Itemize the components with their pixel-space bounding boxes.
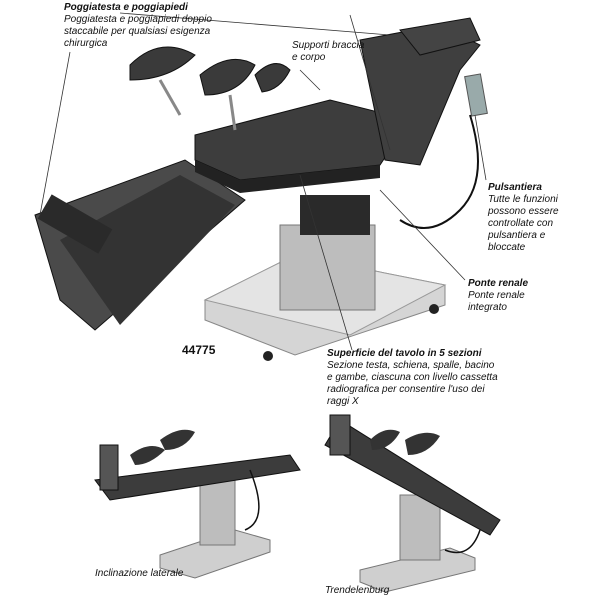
label-kidney-title: Ponte renale xyxy=(468,278,529,289)
label-pendant-line3: controllate con xyxy=(488,218,554,229)
label-pendant-line1: Tutte le funzioni xyxy=(488,194,558,205)
label-headfoot-line1: Poggiatesta e poggiapiedi doppio xyxy=(64,14,212,25)
label-pendant-line5: bloccate xyxy=(488,242,526,253)
label-headfoot-line3: chirurgica xyxy=(64,38,108,49)
label-arm: Supporti braccia e corpo xyxy=(292,40,382,64)
product-code: 44775 xyxy=(182,343,216,357)
label-headfoot-line2: staccabile per qualsiasi esigenza xyxy=(64,26,211,37)
label-trendelenburg: Trendelenburg xyxy=(325,585,390,596)
label-pendant: Pulsantiera Tutte le funzioni possono es… xyxy=(488,182,598,254)
label-headfoot: Poggiatesta e poggiapiedi Poggiatesta e … xyxy=(64,2,264,50)
label-kidney: Ponte renale Ponte renale integrato xyxy=(468,278,578,314)
label-pendant-line2: possono essere xyxy=(488,206,559,217)
label-surface-line1: Sezione testa, schiena, spalle, bacino xyxy=(327,360,495,371)
label-surface-line3: radiografica per consentire l'uso dei xyxy=(327,384,485,395)
label-kidney-line1: Ponte renale xyxy=(468,290,525,301)
label-pendant-title: Pulsantiera xyxy=(488,182,542,193)
label-surface: Superficie del tavolo in 5 sezioni Sezio… xyxy=(327,348,537,408)
label-headfoot-title: Poggiatesta e poggiapiedi xyxy=(64,2,188,13)
label-surface-line2: e gambe, ciascuna con livello cassetta xyxy=(327,372,498,383)
label-arm-line1: Supporti braccia xyxy=(292,40,365,51)
label-surface-title: Superficie del tavolo in 5 sezioni xyxy=(327,348,482,359)
label-pendant-line4: pulsantiera e xyxy=(488,230,546,241)
label-arm-line2: e corpo xyxy=(292,52,326,63)
label-surface-line4: raggi X xyxy=(327,396,359,407)
label-kidney-line2: integrato xyxy=(468,302,507,313)
label-lateral: Inclinazione laterale xyxy=(95,568,184,579)
